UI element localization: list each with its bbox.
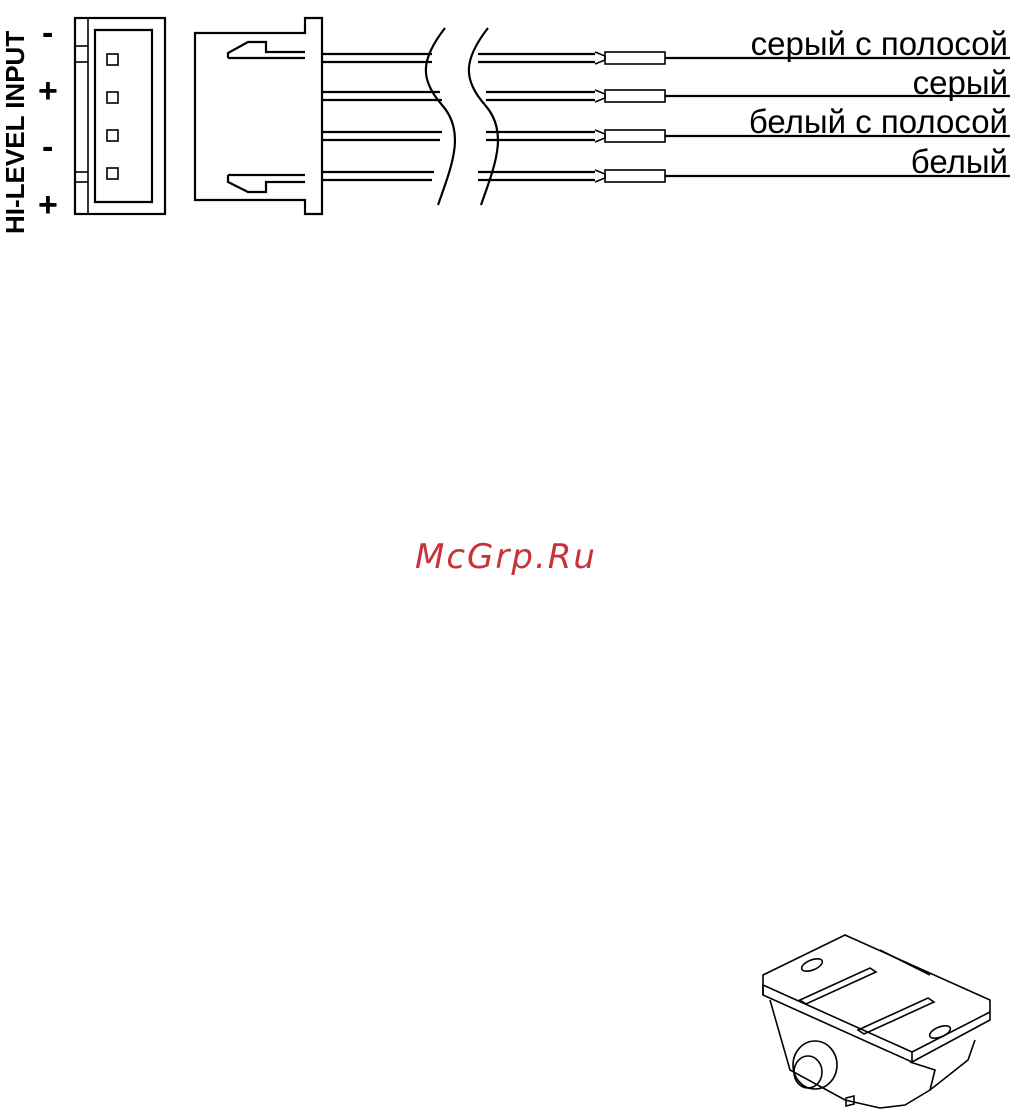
remote-level-control-icon bbox=[763, 935, 990, 1108]
pin-sign-2: + bbox=[38, 72, 58, 110]
pin-2-square bbox=[107, 92, 118, 103]
socket-connector bbox=[75, 18, 165, 214]
plug-connector bbox=[195, 18, 322, 214]
wire-label-3: белый с полосой bbox=[749, 103, 1008, 140]
wire-label-4: белый bbox=[911, 143, 1008, 180]
pin-sign-1: - bbox=[42, 14, 53, 52]
wire-label-1: серый с полосой bbox=[751, 25, 1008, 62]
pin-1-square bbox=[107, 54, 118, 65]
pin-3-square bbox=[107, 130, 118, 141]
pin-4-square bbox=[107, 168, 118, 179]
pin-sign-4: + bbox=[38, 186, 58, 224]
wire-break-left bbox=[426, 28, 455, 205]
wire-label-2: серый bbox=[913, 64, 1008, 101]
hi-level-input-label: HI-LEVEL INPUT bbox=[0, 31, 30, 234]
watermark: McGrp.Ru bbox=[0, 537, 1012, 577]
pin-sign-3: - bbox=[42, 128, 53, 166]
